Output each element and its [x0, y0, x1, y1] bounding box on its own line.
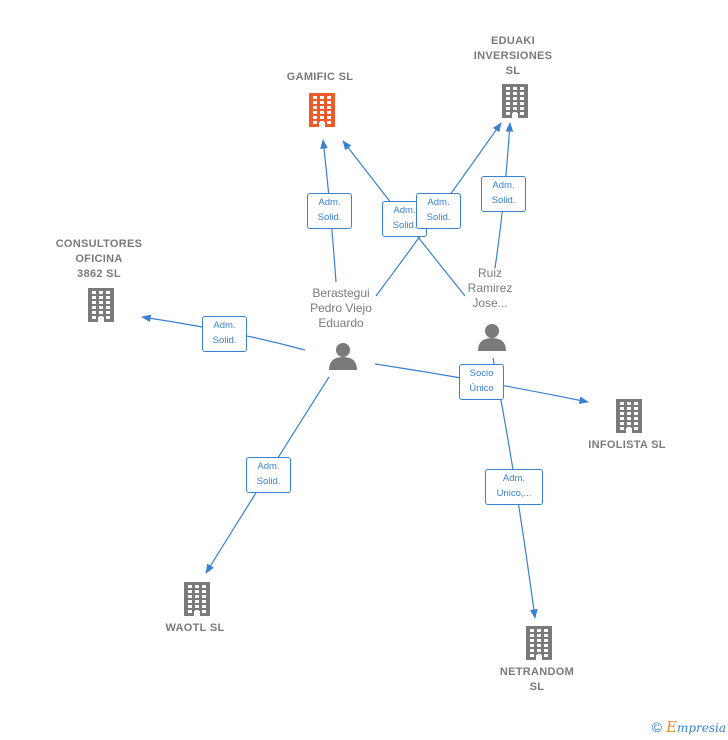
building-icon-eduaki[interactable]: [502, 84, 528, 118]
copyright-symbol: ©: [651, 719, 662, 735]
building-icon-consultores[interactable]: [88, 288, 114, 322]
relation-badge-berastegui-gamific[interactable]: Adm. Solid.: [307, 193, 352, 229]
empresia-watermark: © Empresia: [652, 718, 726, 736]
company-label-consultores[interactable]: CONSULTORES OFICINA 3862 SL: [55, 238, 143, 280]
person-label-berastegui[interactable]: Berastegui Pedro Viejo Eduardo: [310, 286, 372, 330]
company-label-eduaki[interactable]: EDUAKI INVERSIONES SL: [473, 35, 553, 77]
relation-badge-berastegui-infolista[interactable]: Socio Único: [459, 364, 504, 400]
person-icon-ruiz[interactable]: [478, 324, 506, 351]
person-icon-berastegui[interactable]: [329, 343, 357, 370]
relation-badge-berastegui-eduaki[interactable]: Adm. Solid.: [416, 193, 461, 229]
building-icon-netrandom[interactable]: [526, 626, 552, 660]
company-label-netrandom[interactable]: NETRANDOM SL: [499, 666, 575, 693]
relation-badge-ruiz-eduaki[interactable]: Adm. Solid.: [481, 176, 526, 212]
person-label-ruiz[interactable]: Ruiz Ramirez Jose...: [467, 266, 513, 310]
company-label-gamific[interactable]: GAMIFIC SL: [286, 71, 354, 83]
company-label-waotl[interactable]: WAOTL SL: [165, 622, 225, 634]
building-icon-infolista[interactable]: [616, 399, 642, 433]
empresia-logo: Empresia: [665, 718, 726, 736]
relation-badge-berastegui-waotl[interactable]: Adm. Solid.: [246, 457, 291, 493]
building-icon-gamific[interactable]: [309, 93, 335, 127]
relation-badge-ruiz-netrandom[interactable]: Adm. Unico,...: [485, 469, 543, 505]
company-label-infolista[interactable]: INFOLISTA SL: [588, 439, 666, 451]
building-icon-waotl[interactable]: [184, 582, 210, 616]
relation-badge-berastegui-consultores[interactable]: Adm. Solid.: [202, 316, 247, 352]
